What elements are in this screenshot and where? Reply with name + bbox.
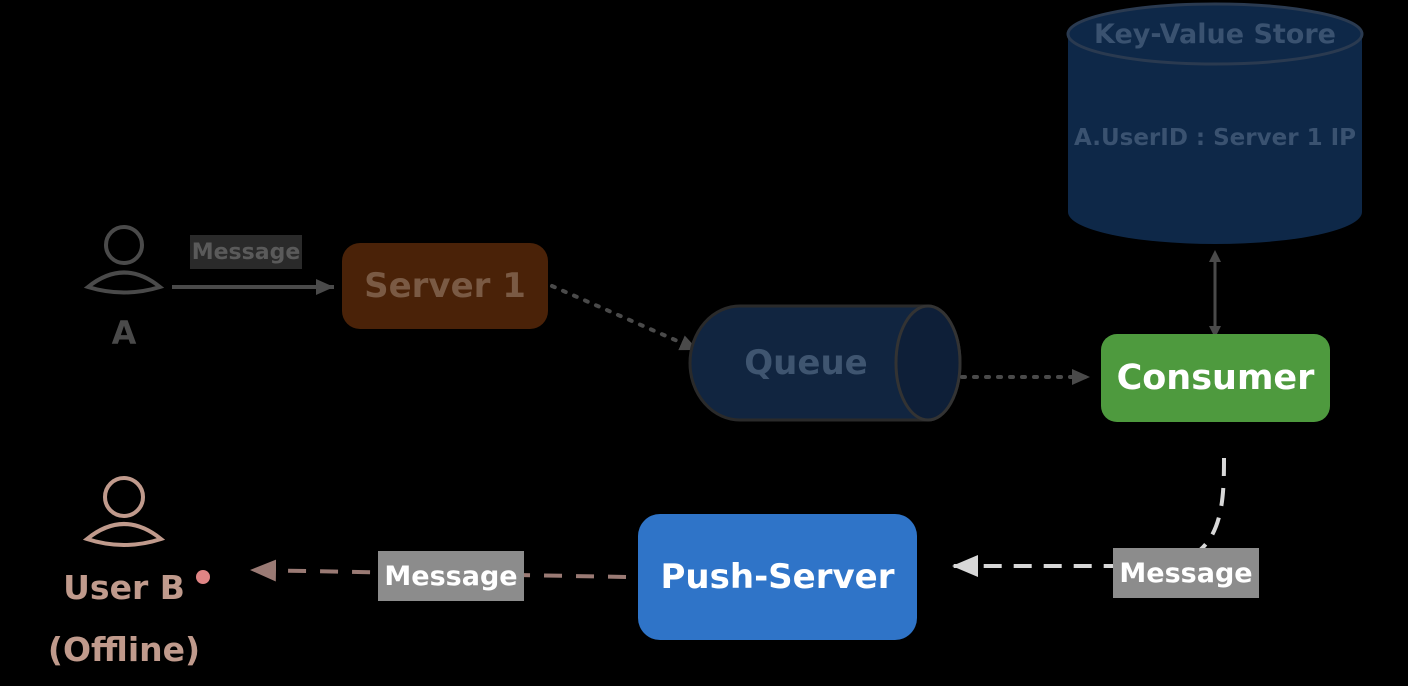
message-label-push-userb: Message <box>378 551 524 601</box>
kv-store-cylinder <box>1066 2 1364 244</box>
kv-store-title: Key-Value Store <box>1094 18 1336 50</box>
user-b-status: (Offline) <box>47 629 201 669</box>
push-server-box <box>638 514 917 640</box>
push-server-label: Push-Server <box>660 557 895 597</box>
message-label-consumer-push: Message <box>1113 548 1259 598</box>
offline-dot-icon <box>196 570 210 584</box>
user-a-icon <box>83 225 165 295</box>
user-a-label: A <box>111 314 137 352</box>
kv-store-entry: A.UserID : Server 1 IP <box>1073 125 1356 151</box>
consumer-arrowhead-down <box>1209 326 1221 338</box>
queue-label: Queue <box>744 343 868 383</box>
server1-box <box>342 243 548 329</box>
edge-server1-to-queue <box>550 284 700 352</box>
user-b-label: User B <box>63 567 185 607</box>
server1-label: Server 1 <box>364 266 526 306</box>
message-label-a-server1: Message <box>190 235 302 269</box>
user-b-icon <box>82 476 166 547</box>
consumer-label: Consumer <box>1116 358 1315 398</box>
consumer-box <box>1101 334 1330 422</box>
queue-cylinder <box>688 304 962 422</box>
kv-arrowhead-up <box>1209 250 1221 262</box>
